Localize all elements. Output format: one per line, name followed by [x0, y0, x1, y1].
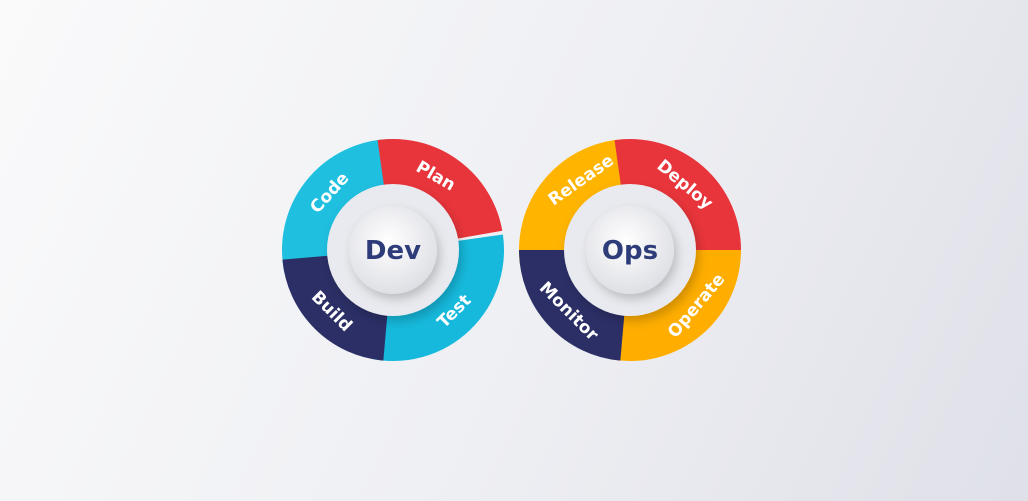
dev-segment-code: [282, 139, 392, 274]
ops-hub: Ops: [564, 184, 696, 316]
dev-segment-plan: [377, 139, 503, 241]
dev-hub-label: Dev: [365, 236, 421, 266]
dev-hub: Dev: [327, 184, 459, 316]
dev-segment-build: [282, 254, 389, 361]
dev-segment-test: [373, 234, 504, 361]
ops-hub-label: Ops: [602, 236, 658, 266]
ops-segment-release: [519, 139, 629, 266]
ops-segment-deploy: [614, 139, 741, 251]
ops-segment-operate: [610, 249, 741, 361]
ops-segment-monitor: [519, 249, 626, 361]
